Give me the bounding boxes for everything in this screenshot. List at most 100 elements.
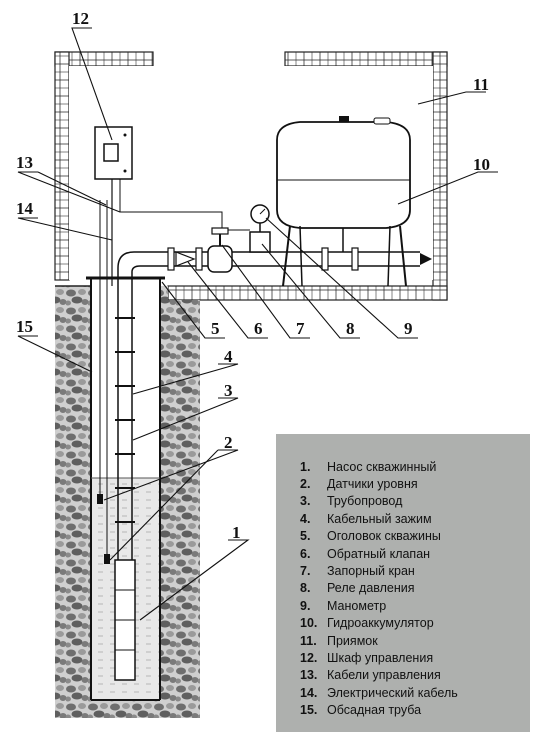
- leader-line-15: [17, 335, 93, 373]
- check-valve-flange: [195, 247, 203, 271]
- pipeline-elbow-inner: [131, 265, 168, 286]
- soil-left: [55, 300, 91, 718]
- pipeline: [115, 251, 168, 560]
- control-cabinet-screw: [123, 133, 127, 137]
- legend-item-label: Обратный клапан: [327, 546, 431, 561]
- level-sensor-lower: [104, 554, 110, 564]
- shutoff-valve-body: [207, 245, 233, 273]
- legend-item-label: Датчики уровня: [327, 477, 418, 492]
- leader-line-2a: [103, 449, 239, 501]
- legend-item-label: Оголовок скважины: [327, 529, 441, 544]
- legend-item-number: 13.: [300, 668, 318, 683]
- hydro-accumulator: [276, 116, 411, 287]
- control-cabinet: [94, 126, 250, 286]
- callout-11: 11: [473, 75, 490, 94]
- legend-item: 4. Кабельный зажим: [300, 510, 458, 527]
- legend-item-label: Кабели управления: [327, 668, 441, 683]
- leader-lines: [17, 27, 498, 621]
- legend-item-label: Насос скважинный: [327, 459, 437, 474]
- legend-panel: 1. Насос скважинный 2. Датчики уровня 3. Тр…: [276, 434, 530, 732]
- legend-item: 8. Реле давления: [300, 580, 458, 597]
- tank-cap: [373, 117, 391, 125]
- soil-right: [160, 300, 200, 718]
- legend-item-label: Трубопровод: [327, 494, 403, 509]
- pit-floor: [167, 285, 448, 301]
- pipe-fitting: [351, 247, 359, 271]
- legend-item: 15. Обсадная труба: [300, 701, 458, 718]
- callout-9: 9: [404, 319, 413, 338]
- shutoff-valve-handle: [211, 227, 229, 235]
- control-cable: [119, 179, 250, 231]
- callout-4: 4: [224, 347, 233, 366]
- legend-item-number: 15.: [300, 703, 318, 718]
- level-sensors: [97, 200, 110, 564]
- callout-15: 15: [16, 317, 33, 336]
- pit-roof-left: [54, 51, 154, 67]
- tank-leg: [299, 225, 303, 287]
- leader-line-12: [71, 27, 113, 141]
- control-cabinet-screw: [123, 169, 127, 173]
- pipeline-elbow-outer: [117, 251, 168, 286]
- leader-line-7: [221, 244, 310, 339]
- leader-line-3: [132, 397, 239, 441]
- legend-item: 9.Манометр: [300, 597, 458, 614]
- tank-leg: [399, 225, 407, 287]
- callout-12: 12: [72, 9, 89, 28]
- pipe-fitting: [321, 247, 329, 271]
- leader-line-10: [397, 171, 498, 205]
- cable-clamps: [115, 317, 135, 523]
- callout-8: 8: [346, 319, 355, 338]
- leader-line-1: [139, 539, 250, 621]
- callout-2: 2: [224, 433, 233, 452]
- legend-item: 7. Запорный кран: [300, 562, 458, 579]
- leader-line-6: [187, 261, 268, 339]
- legend-item: 11.Приямок: [300, 632, 458, 649]
- leader-line-8: [261, 243, 360, 339]
- pressure-switch: [249, 231, 271, 253]
- legend-item-number: 7.: [300, 564, 311, 579]
- legend-item-label: Шкаф управления: [327, 650, 434, 665]
- legend-item-label: Кабельный зажим: [327, 511, 432, 526]
- soil-bottom: [55, 700, 200, 718]
- legend-item-number: 10.: [300, 616, 318, 631]
- legend-item: 12. Шкаф управления: [300, 649, 458, 666]
- leader-line-2b: [109, 449, 219, 561]
- legend-item-number: 1.: [300, 459, 311, 474]
- callout-10: 10: [473, 155, 490, 174]
- legend-item-number: 8.: [300, 581, 311, 596]
- tank-leg: [282, 225, 291, 287]
- level-sensor-upper: [97, 494, 103, 504]
- legend-item: 3. Трубопровод: [300, 493, 458, 510]
- callout-3: 3: [224, 381, 233, 400]
- legend-item-label: Реле давления: [327, 581, 415, 596]
- callout-13: 13: [16, 153, 33, 172]
- manometer-needle: [259, 208, 266, 215]
- ground: [55, 285, 200, 718]
- legend-item: 10. Гидроаккумулятор: [300, 615, 458, 632]
- flow-arrow: [420, 253, 432, 265]
- check-valve: [175, 251, 196, 267]
- legend-item-label: Обсадная труба: [327, 703, 422, 718]
- legend-item-label: Приямок: [327, 633, 378, 648]
- leader-line-14: [17, 217, 113, 241]
- legend-item-number: 3.: [300, 494, 311, 509]
- leader-line-13b: [37, 171, 107, 206]
- legend-item-label: Гидроаккумулятор: [327, 616, 434, 631]
- legend-item-number: 2.: [300, 477, 311, 492]
- legend-item: 14.Электрический кабель: [300, 684, 458, 701]
- legend-item-number: 12.: [300, 650, 318, 665]
- callout-1: 1: [232, 523, 241, 542]
- leader-line-5: [161, 281, 225, 339]
- control-cabinet-panel: [103, 143, 119, 162]
- legend-item: 13. Кабели управления: [300, 667, 458, 684]
- callout-6: 6: [254, 319, 263, 338]
- tank-valve: [339, 116, 349, 122]
- check-valve-flange: [167, 247, 175, 271]
- legend-item: 6.Обратный клапан: [300, 545, 458, 562]
- legend-item-number: 5.: [300, 529, 311, 544]
- legend-list: 1. Насос скважинный 2. Датчики уровня 3. Тр…: [300, 458, 458, 719]
- callout-14: 14: [16, 199, 33, 218]
- legend-item-label: Электрический кабель: [327, 685, 458, 700]
- legend-item-number: 4.: [300, 511, 311, 526]
- legend-item-label: Запорный кран: [327, 564, 415, 579]
